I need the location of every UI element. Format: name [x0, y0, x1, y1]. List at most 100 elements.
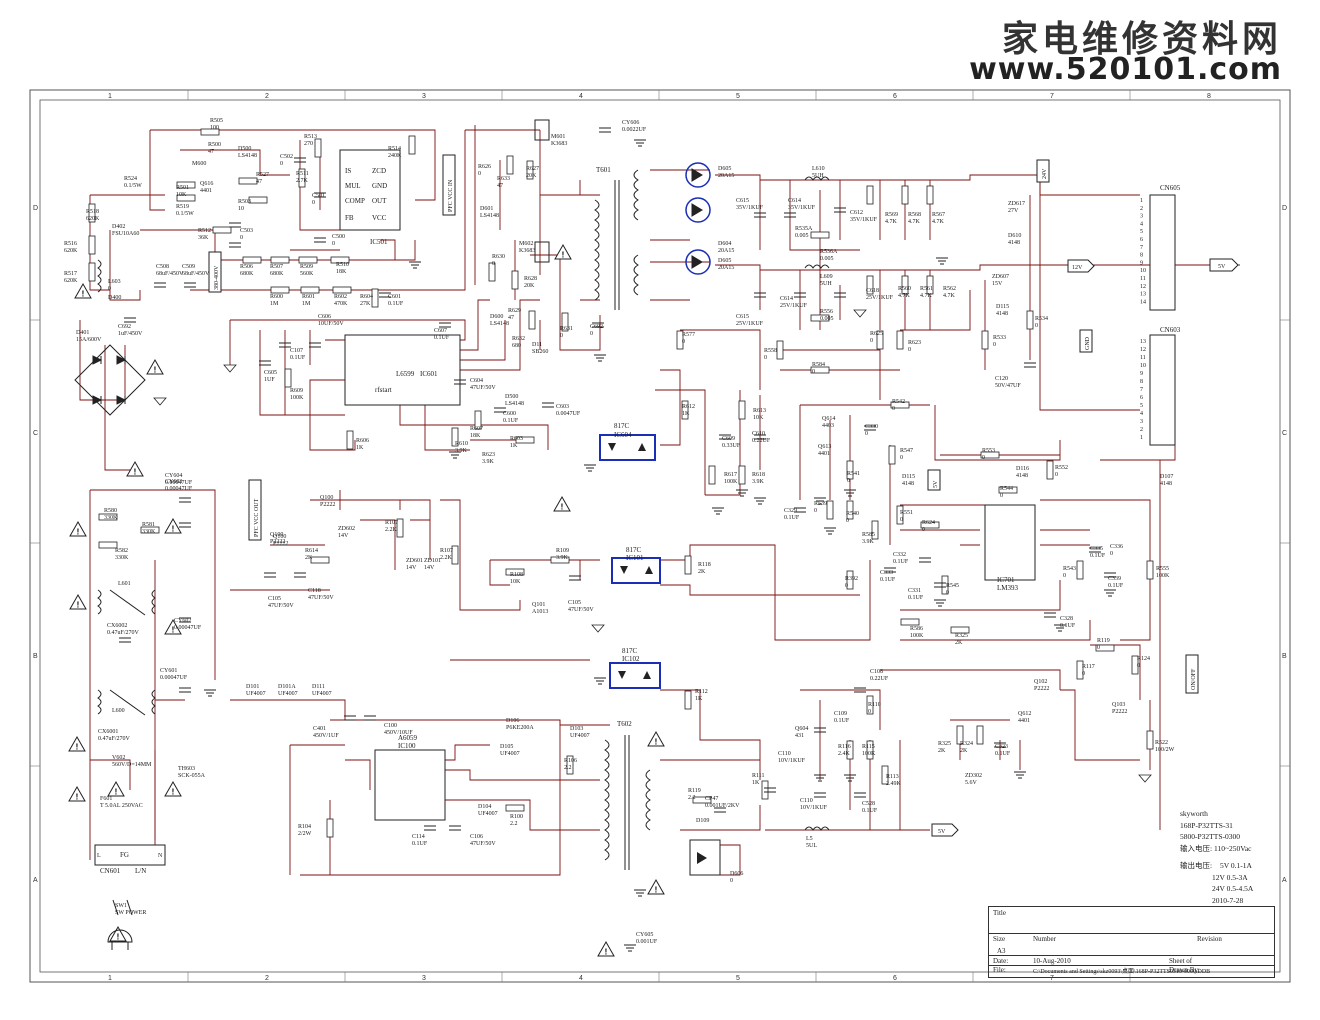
component-value: 0.1UF [1090, 553, 1106, 559]
col-label: 1 [108, 975, 112, 982]
component-ref: Q616 [200, 181, 213, 187]
component-ref: C118 [308, 588, 321, 594]
component-value: 0.1UF [503, 418, 519, 424]
component-ref: R108 [510, 572, 523, 578]
ic501-pin-vcc: VCC [372, 214, 387, 222]
component-value: 1UF [264, 377, 275, 383]
component-value: 36K [198, 235, 209, 241]
ic100-part: A6059 [398, 734, 418, 742]
component-ref: R556 [820, 309, 833, 315]
tb-size-value: A3 [997, 947, 1006, 955]
row-label: B [1282, 653, 1287, 660]
component-value: 47 [497, 183, 503, 189]
component-ref: R115 [862, 744, 875, 750]
component-value: 0.00047UF [165, 480, 193, 486]
component-value: 47UF/50V [568, 607, 594, 613]
component-value: FSU10A60 [112, 231, 139, 237]
component-value: A1013 [532, 609, 548, 615]
ic501-pin-fb: FB [345, 214, 354, 222]
component-value: 35V/1KUF [736, 205, 764, 211]
component-ref: R584 [812, 362, 825, 368]
component-value: 14V [338, 533, 349, 539]
tb-file-value: C:\Documents and Settings\skz0093\桌面\168… [1033, 969, 1211, 975]
row-label: C [1282, 430, 1287, 437]
component-value: 2.2 [510, 821, 518, 827]
component-ref: R567 [932, 212, 945, 218]
component-value: 0.22UF [870, 676, 889, 682]
component-value: 5UH [812, 173, 824, 179]
component-value: 10K [753, 415, 764, 421]
component-ref: C528 [862, 801, 875, 807]
component-ref: R612 [682, 404, 695, 410]
component-ref: Q100 [273, 534, 286, 540]
ic601-part: L6599 [396, 370, 415, 378]
svg-text:GND: GND [1085, 336, 1091, 350]
component-value: 5UL [806, 843, 817, 849]
ic501-pin-out: OUT [372, 197, 387, 205]
svg-text:24V: 24V [1042, 168, 1048, 179]
cn605-pin: 12 [1140, 284, 1146, 290]
component-value: 100K [910, 633, 924, 639]
cn603-pin: 8 [1140, 379, 1143, 385]
component-ref: R518 [86, 209, 99, 215]
component-ref: R117 [1082, 664, 1095, 670]
component-ref: C114 [412, 834, 425, 840]
cn605-pin: 3 [1140, 214, 1143, 220]
component-value: 100/2W [1155, 747, 1175, 753]
component-value: 240K [388, 153, 402, 159]
component-ref: R607 [470, 426, 483, 432]
component-ref: R533 [993, 335, 1006, 341]
component-ref: CY605 [636, 932, 653, 938]
drawing-frame [29, 89, 1291, 983]
component-ref: Q101 [532, 602, 545, 608]
component-ref: Q100 [270, 532, 283, 538]
net-flag-pfc-vcc-in: PFC VCC IN [442, 154, 456, 216]
cn603-pin: 7 [1140, 387, 1143, 393]
component-ref: R517 [64, 271, 77, 277]
component-ref: R577 [682, 332, 695, 338]
component-ref: CP47 [705, 796, 718, 802]
component-ref: R602 [334, 294, 347, 300]
component-ref: C100 [384, 723, 397, 729]
chokes [97, 176, 830, 831]
svg-text:5V: 5V [1218, 264, 1226, 270]
component-ref: CY601 [160, 668, 177, 674]
component-ref: D605 [718, 258, 731, 264]
component-ref: L601 [118, 581, 131, 587]
component-value: 0 [812, 369, 815, 375]
component-ref: C612 [850, 210, 863, 216]
component-value: LS4148 [490, 321, 509, 327]
component-ref: R614 [305, 548, 318, 554]
component-value: 0 [1097, 645, 1100, 651]
spec-notes: skyworth 168P-P32TTS-31 5800-P32TTS-0300… [1180, 808, 1253, 906]
warning-icon [68, 736, 86, 752]
col-label: 5 [736, 975, 740, 982]
cn605-pin: 8 [1140, 253, 1143, 259]
component-value: 20K [526, 173, 537, 179]
component-value: 1M [270, 301, 279, 307]
component-ref: D104 [478, 804, 491, 810]
component-value: 0 [240, 235, 243, 241]
component-ref: M600 [192, 161, 206, 167]
component-ref: R107 [440, 548, 453, 554]
component-ref: R325 [955, 633, 968, 639]
component-ref: R542 [892, 399, 905, 405]
component-value: 330K [115, 555, 129, 561]
component-ref: R514 [388, 146, 401, 152]
warning-icon [109, 926, 127, 942]
component-ref: F601 [100, 796, 112, 802]
svg-text:12V: 12V [1072, 265, 1083, 271]
component-ref: R553 [982, 448, 995, 454]
component-value: 4.7K [932, 219, 945, 225]
component-ref: R545 [946, 583, 959, 589]
component-ref: C604 [470, 378, 483, 384]
component-ref: C105 [268, 596, 281, 602]
component-ref: R582 [115, 548, 128, 554]
component-ref: C600 [503, 411, 516, 417]
col-label: 3 [422, 93, 426, 100]
component-value: 0 [478, 171, 481, 177]
component-value: P2222 [320, 502, 335, 508]
component-value: 0.1UF [388, 301, 404, 307]
component-ref: CX6002 [107, 623, 127, 629]
component-ref: C328 [1060, 616, 1073, 622]
